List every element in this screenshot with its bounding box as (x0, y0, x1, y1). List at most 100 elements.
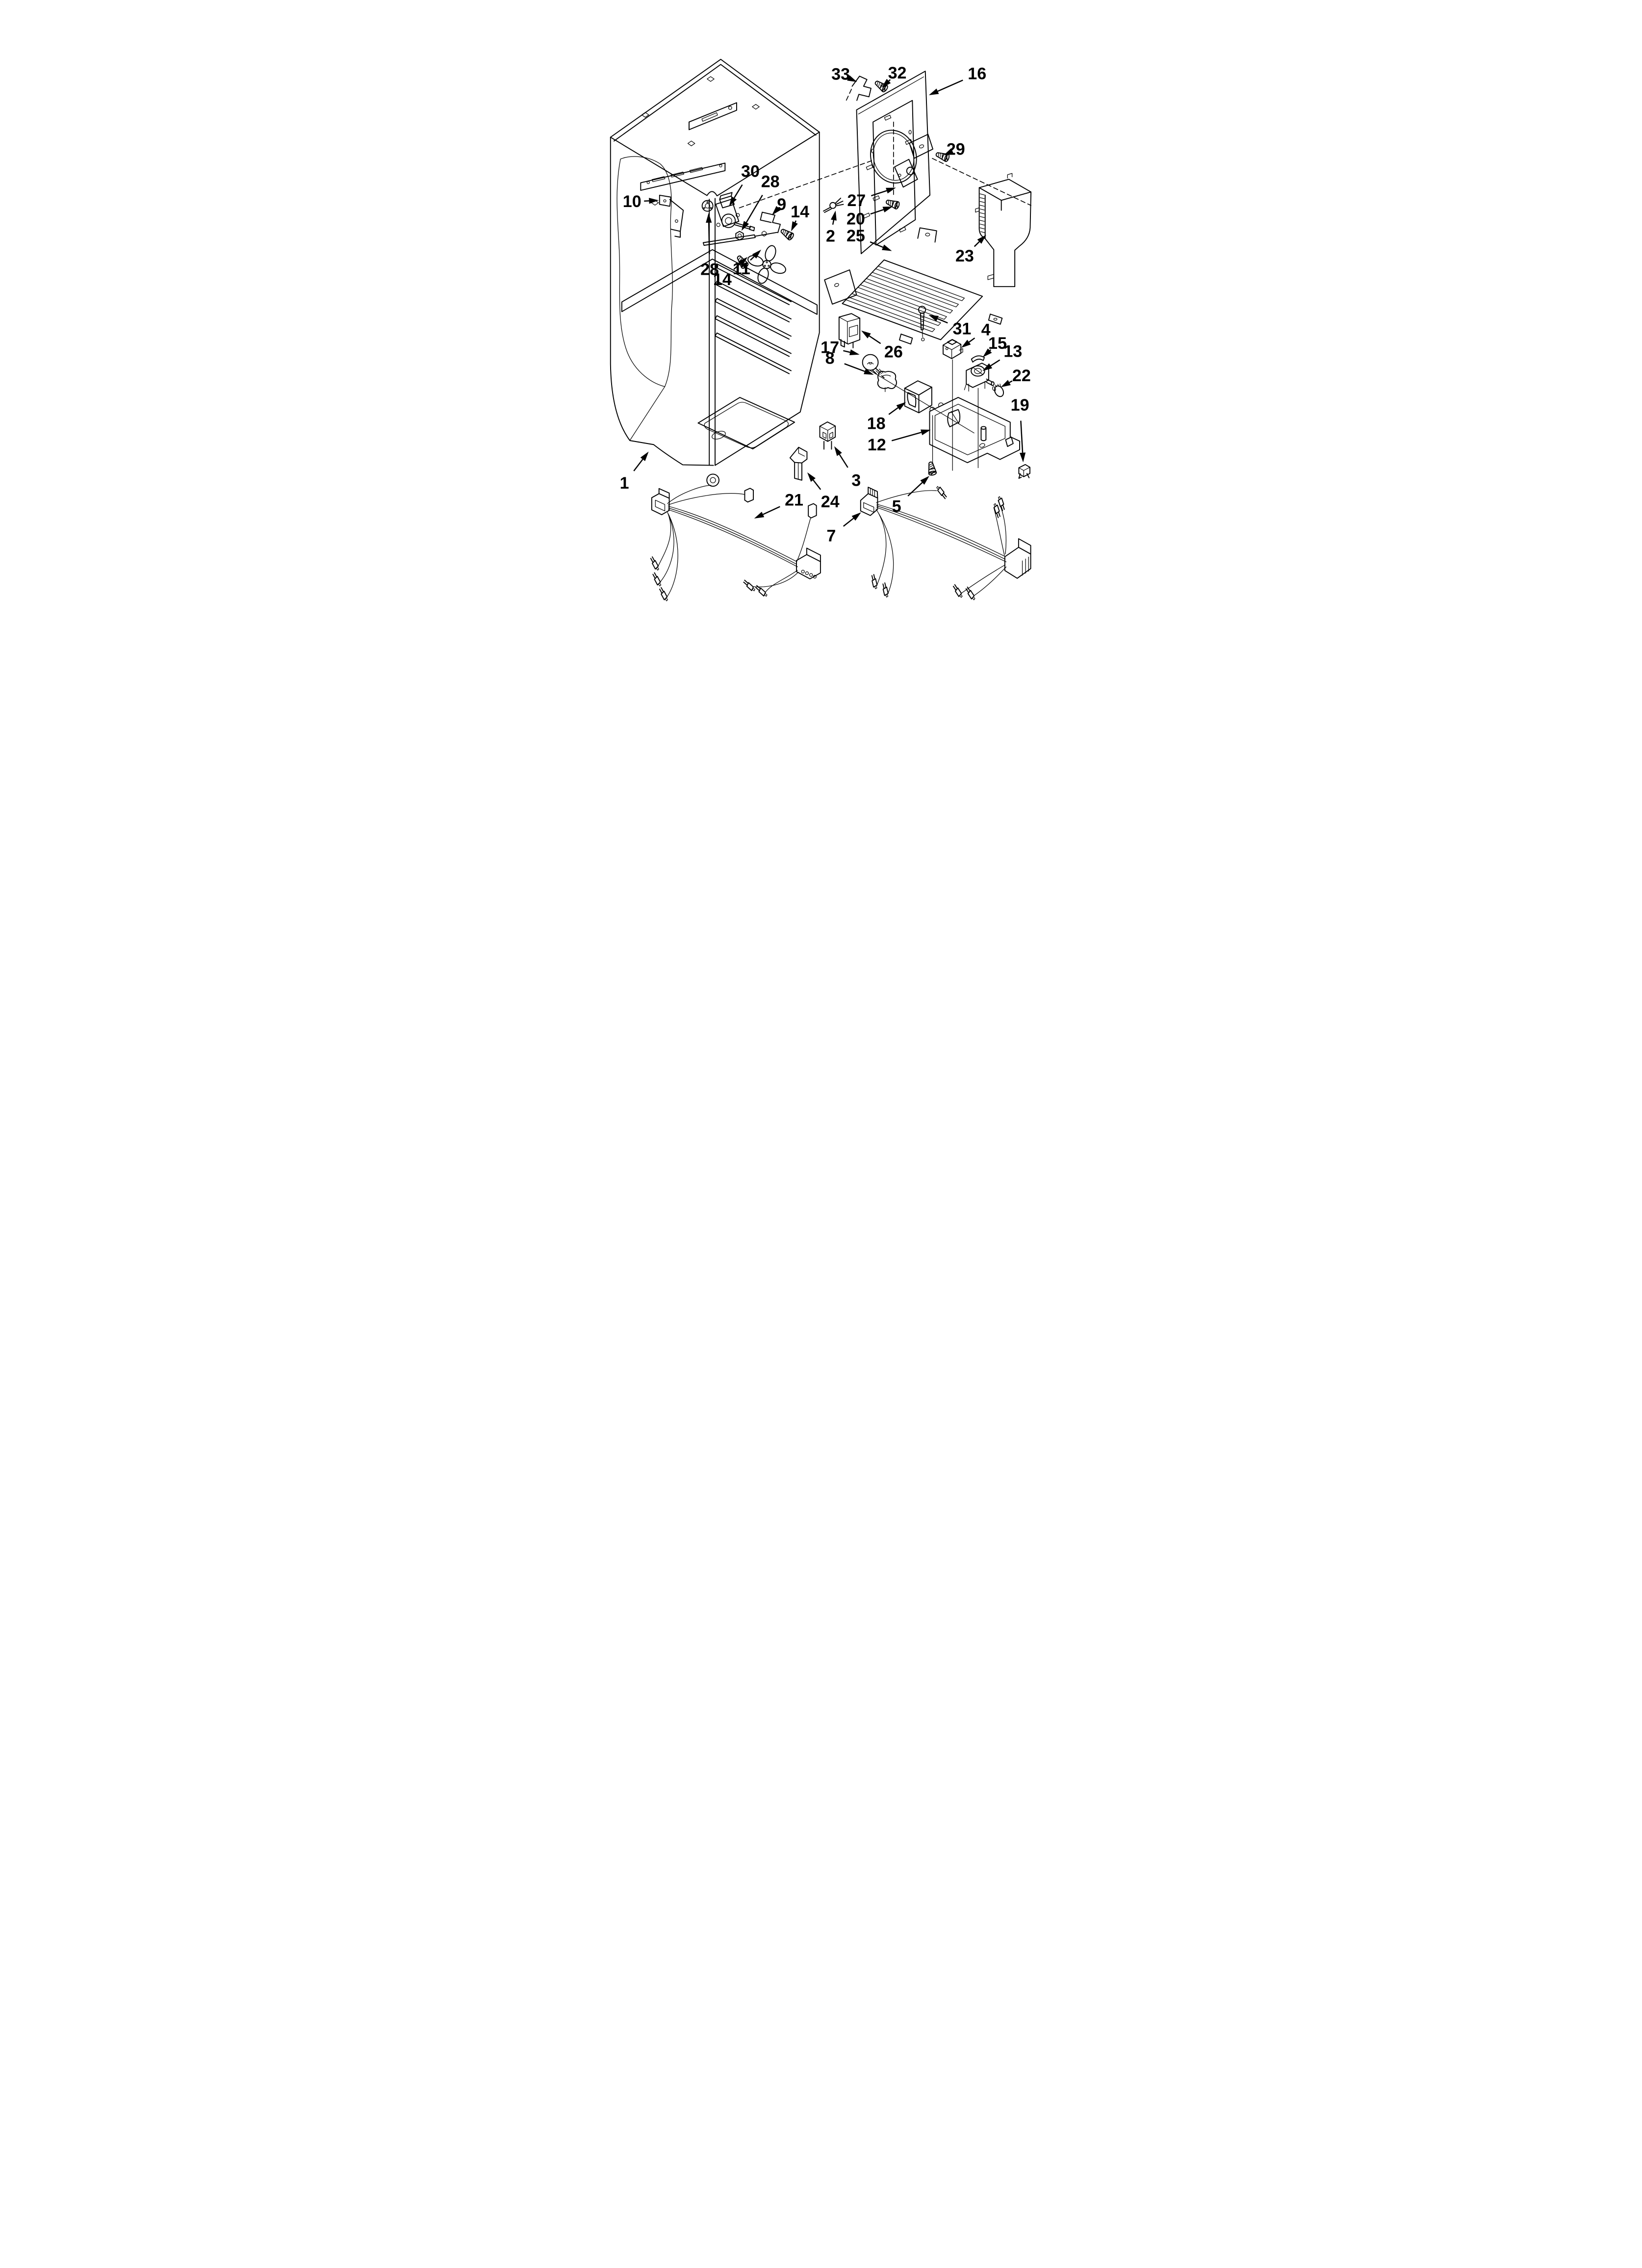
callout-arrowhead (882, 206, 893, 213)
callout-number-29: 29 (947, 140, 965, 158)
callout-arrowhead (834, 446, 842, 456)
control-console-12 (870, 359, 1020, 471)
fan-blade-11 (747, 245, 786, 284)
callout-arrowhead (706, 213, 712, 223)
drain-plug-24 (789, 446, 808, 481)
lamp-shield-18 (904, 380, 932, 414)
callout-leader-line (888, 79, 891, 82)
callout-arrowhead (961, 339, 971, 348)
callout-bracket-screw-top: 32 (881, 64, 907, 88)
callout-motor-nut: 28 (741, 172, 780, 231)
access-plate-27 (894, 158, 918, 188)
callout-evaporator-fan-motor: 30 (729, 162, 760, 207)
callout-arrowhead (741, 221, 749, 231)
callout-leader-line (843, 518, 854, 527)
callout-number-25: 25 (847, 227, 865, 245)
callout-liner-cabinet: 1 (620, 451, 649, 493)
callout-arrowhead (738, 257, 748, 266)
callout-wiring-harness-left: 21 (754, 491, 803, 519)
callout-number-8: 8 (825, 349, 835, 367)
wiring-harness-right-7 (860, 485, 1031, 601)
parts-diagram-svg: 1234578910111213141415161718192021222324… (595, 0, 1047, 624)
callout-number-32: 32 (888, 64, 907, 82)
callout-light-bulb: 17 (821, 338, 860, 357)
callout-leader-line (990, 359, 1001, 366)
callout-number-20: 20 (847, 209, 865, 228)
callout-leader-line (843, 350, 850, 353)
callout-leader-line (870, 209, 884, 215)
callout-wiring-clip: 3 (834, 446, 861, 490)
callout-number-10: 10 (623, 192, 641, 211)
callout-evaporator-grille: 25 (847, 227, 892, 251)
callout-grille-push-pin: 31 (928, 314, 971, 338)
callout-number-5: 5 (892, 497, 901, 516)
callout-number-28: 28 (761, 172, 780, 191)
callout-arrowhead (864, 368, 874, 375)
callout-number-14: 14 (791, 203, 809, 221)
callout-arrowhead (771, 206, 781, 215)
callout-leader-line (750, 256, 755, 261)
callout-leader-line (871, 190, 887, 197)
callout-support-bracket: 10 (623, 192, 659, 211)
callout-leader-line (1009, 380, 1013, 383)
callout-number-21: 21 (785, 491, 803, 509)
callout-panel-screw-lower: 20 (847, 206, 893, 228)
callout-leader-line (745, 195, 763, 223)
callout-lamp-socket: 8 (825, 349, 874, 375)
defrost-thermostat-4 (942, 339, 963, 359)
callout-leader-line (869, 335, 881, 344)
callout-number-19: 19 (1011, 396, 1029, 415)
callout-motor-screw: 14 (791, 203, 809, 232)
callout-leader-line (633, 459, 643, 471)
callout-number-2: 2 (826, 227, 835, 245)
callout-number-30: 30 (741, 162, 760, 181)
callout-number-22: 22 (1012, 366, 1031, 385)
callout-leader-line (891, 432, 922, 442)
callout-evaporator-panel: 16 (928, 65, 986, 96)
construction-lines (739, 158, 1031, 209)
callout-motor-grommet: 28 (700, 213, 719, 279)
callout-arrowhead (881, 78, 891, 88)
callout-arrowhead (752, 249, 761, 259)
evaporator-fan-assembly (701, 192, 795, 284)
callout-leader-line (795, 220, 797, 223)
callout-number-7: 7 (826, 526, 836, 545)
callout-arrowhead (754, 512, 765, 519)
callout-arrowhead (977, 235, 986, 244)
callout-panel-screw-upper: 29 (944, 140, 965, 158)
callout-leader-line (733, 184, 743, 199)
callout-number-1: 1 (620, 474, 629, 493)
callout-hinge-bracket: 33 (831, 65, 857, 84)
callout-control-console: 12 (868, 429, 931, 454)
hinge-bracket-33 (845, 76, 872, 102)
lamp-socket-8 (877, 370, 897, 392)
callout-number-27: 27 (847, 191, 866, 210)
air-duct-23 (975, 173, 1032, 287)
callout-retainer-clip: 15 (982, 334, 1007, 358)
callout-arrowhead (920, 429, 931, 436)
callout-fan-blade: 11 (733, 249, 761, 278)
callout-number-18: 18 (867, 414, 886, 433)
callout-control-knob: 22 (1001, 366, 1031, 388)
callout-leader-line (937, 318, 948, 324)
callout-console-screw: 5 (892, 476, 929, 516)
support-bracket-10 (659, 194, 684, 238)
callout-leader-line (907, 482, 923, 496)
evaporator-panel-16 (856, 71, 934, 255)
control-knob-22 (992, 383, 1004, 397)
callout-arrowhead (928, 314, 939, 322)
callout-arrowhead (1020, 452, 1026, 463)
callout-arrowhead (881, 244, 892, 251)
retainer-clip-15 (971, 355, 985, 363)
callout-thermostat-control: 13 (982, 342, 1022, 371)
callout-number-13: 13 (1003, 342, 1022, 361)
callout-arrowhead (1001, 380, 1011, 388)
callout-arrowhead (920, 476, 929, 485)
callout-arrowhead (944, 148, 954, 156)
callout-number-28: 28 (700, 261, 719, 279)
mounting-rails (640, 102, 737, 191)
shelf-support-26 (838, 313, 861, 348)
callout-number-3: 3 (851, 471, 861, 490)
callout-number-23: 23 (955, 247, 974, 265)
callout-number-33: 33 (831, 65, 850, 84)
